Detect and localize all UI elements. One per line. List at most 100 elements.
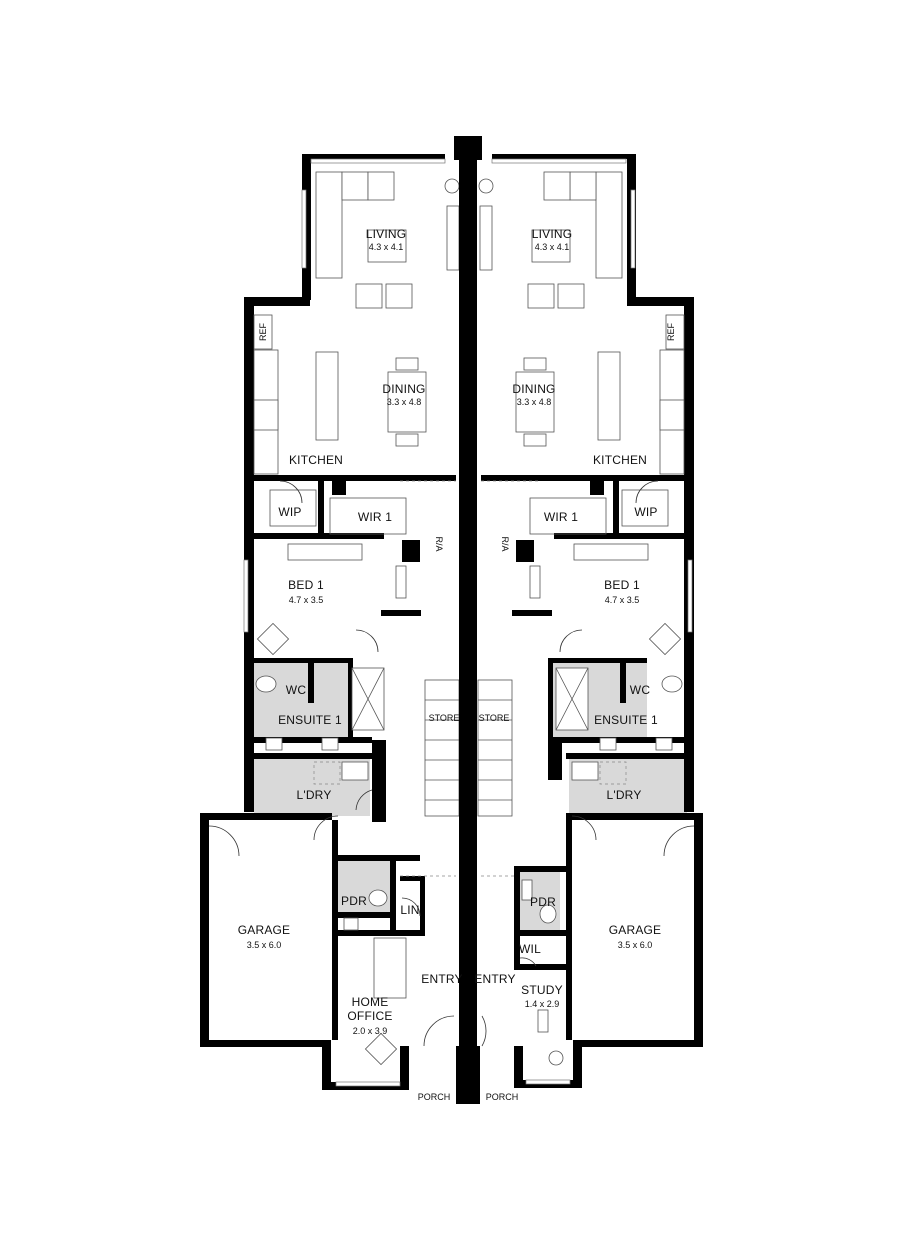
right-cooktop (659, 399, 685, 431)
right-pdr-west-wall (514, 866, 520, 966)
right-bed-chair (648, 622, 682, 656)
right-kitchen-south-wall (481, 475, 684, 481)
left-pdr-toilet (368, 889, 388, 907)
left-garage-door (313, 815, 339, 841)
left-pdr-south-wall (332, 912, 396, 918)
right-sofa (595, 171, 623, 279)
right-armchair (543, 171, 571, 201)
left-bed-dim: 4.7 x 3.5 (289, 595, 324, 605)
left-porch-label: PORCH (418, 1092, 451, 1102)
left-garage-label: GARAGE (238, 923, 291, 937)
left-living-side-window (301, 189, 307, 269)
left-wc-label: WC (286, 683, 307, 697)
left-ensuite-north-wall (254, 658, 348, 663)
right-garage-east-wall (694, 813, 703, 1046)
right-wil-label: WIL (519, 942, 541, 956)
right-laundry-north-wall (566, 753, 684, 759)
right-study-label: STUDY (521, 983, 563, 997)
right-ensuite-toilet (661, 675, 683, 693)
left-wc-wall (308, 663, 314, 703)
right-garage-west-wall (566, 820, 572, 1040)
left-washer (313, 761, 341, 785)
right-ensuite-west-wall (548, 658, 553, 740)
right-kitchen-label: KITCHEN (593, 453, 647, 467)
right-ensuite-north-wall (553, 658, 647, 663)
right-pdr-south-wall (514, 930, 566, 936)
right-laundry-tub (571, 761, 599, 781)
left-sofa (315, 171, 343, 279)
right-porch-label: PORCH (486, 1092, 519, 1102)
left-lin-label: LIN (400, 903, 419, 917)
left-laundry-north-wall (254, 753, 372, 759)
left-chair-b (385, 283, 413, 309)
left-garage-dim: 3.5 x 6.0 (247, 940, 282, 950)
right-step-wall (627, 297, 693, 306)
left-entry-label: ENTRY (421, 972, 462, 986)
right-wip-shelves (621, 489, 669, 527)
left-laundry-east-wall (372, 740, 386, 822)
left-pdr-north-wall (332, 855, 420, 861)
left-dining-dim: 3.3 x 4.8 (387, 397, 422, 407)
left-kitchen-label: KITCHEN (289, 453, 343, 467)
left-ensuite-south-wall (254, 737, 372, 743)
left-office-label-2: OFFICE (347, 1009, 392, 1023)
left-ensuite-toilet (255, 675, 277, 693)
right-ra-label: R/A (500, 536, 510, 551)
left-step-wall (244, 297, 310, 306)
left-lin-door (401, 897, 421, 917)
left-living-label: LIVING (366, 227, 407, 241)
left-store-label: STORE (429, 713, 460, 723)
left-column-2 (402, 540, 420, 562)
left-bed-label: BED 1 (288, 578, 324, 592)
left-sofa-arm (341, 171, 369, 201)
right-study-window (525, 1079, 571, 1085)
right-dining-chair-n (523, 357, 547, 371)
right-dining-chair-s (523, 433, 547, 447)
left-garage-south-wall (200, 1040, 330, 1047)
right-tv-unit (479, 205, 493, 271)
left-living-north-wall (302, 154, 445, 159)
right-dining-dim: 3.3 x 4.8 (517, 397, 552, 407)
left-wip-shelves (269, 489, 317, 527)
right-wip-label: WIP (634, 505, 657, 519)
left-wir-shelves (329, 497, 407, 535)
right-chair-b (557, 283, 585, 309)
right-wip-door (635, 480, 659, 504)
left-wip-door (279, 480, 303, 504)
left-porch-west-wall (322, 1040, 331, 1090)
right-garage-door (571, 815, 597, 841)
right-wc-label: WC (630, 683, 651, 697)
left-living-dim: 4.3 x 4.1 (369, 242, 404, 252)
left-column-1 (332, 481, 346, 495)
left-stairs (424, 679, 460, 817)
left-office-dim: 2.0 x 3.9 (353, 1026, 388, 1036)
right-wil-door (519, 957, 537, 967)
right-washer (599, 761, 627, 785)
right-garage-label: GARAGE (609, 923, 662, 937)
right-dining-table (515, 371, 555, 433)
left-lamp (444, 178, 460, 194)
right-entry-label: ENTRY (474, 972, 515, 986)
right-bed-south-wall (512, 610, 552, 616)
left-lin-top (400, 876, 425, 881)
right-column-2 (516, 540, 534, 562)
left-bed-drawers (395, 565, 407, 599)
right-ref-space (665, 314, 685, 350)
left-ref-space (253, 314, 273, 350)
left-office-label-1: HOME (352, 995, 389, 1009)
right-living-window (491, 158, 627, 164)
right-living-north-wall (492, 154, 635, 159)
left-entry-door (423, 1015, 455, 1047)
left-wir-label: WIR 1 (358, 510, 392, 524)
left-garage-west-wall (200, 813, 209, 1046)
left-garage-north-wall (200, 813, 332, 820)
left-garage-side-door (208, 825, 240, 857)
right-wir-shelves (529, 497, 607, 535)
left-pdr-east-wall (390, 861, 396, 933)
right-island (597, 351, 621, 441)
left-cooktop (253, 399, 279, 431)
right-wip-wall (613, 481, 619, 537)
right-basin-b (655, 737, 673, 751)
left-bed-chair (256, 622, 290, 656)
